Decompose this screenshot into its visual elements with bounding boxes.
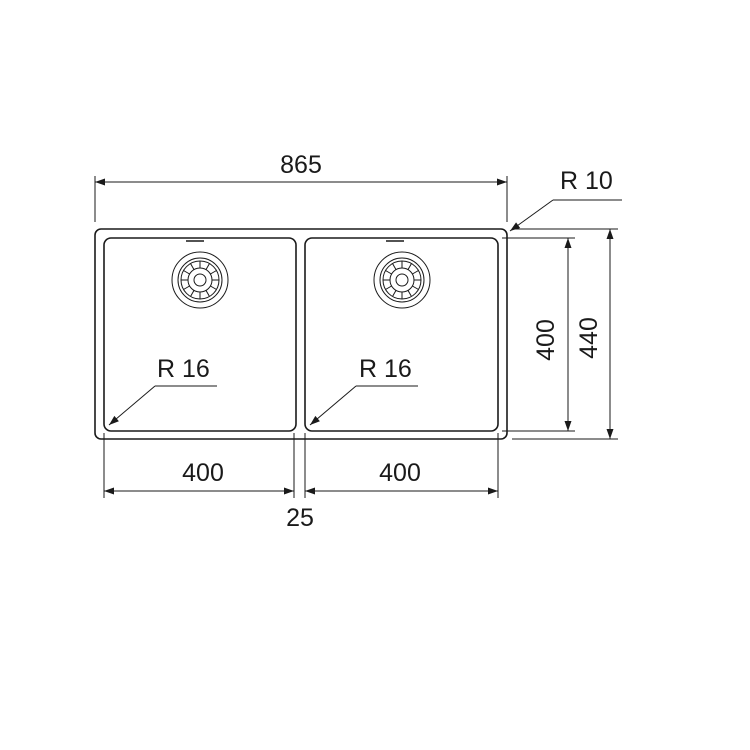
overall-depth-dimension: 440 — [512, 228, 618, 440]
bottom-extension-lines — [103, 433, 499, 498]
left-bowl-radius-label: R 16 — [157, 355, 210, 383]
right-bowl-radius-label: R 16 — [359, 355, 412, 383]
outer-rim — [94, 228, 508, 440]
right-drain-icon — [373, 251, 431, 309]
overall-depth-label: 440 — [575, 317, 603, 359]
left-bowl-radius-leader: R 16 — [108, 355, 217, 426]
right-bowl-radius-leader: R 16 — [309, 355, 418, 426]
overall-width-label: 865 — [280, 151, 322, 179]
left-bowl — [103, 237, 297, 432]
bowl-depth-dimension: 400 — [502, 237, 575, 432]
right-bowl-width-dimension: 400 — [305, 459, 498, 495]
bowl-depth-label: 400 — [532, 319, 560, 361]
outer-radius-leader: R 10 — [509, 167, 622, 232]
overall-width-dimension: 865 — [94, 151, 508, 222]
left-bowl-width-label: 400 — [182, 459, 224, 487]
divider-width-label: 25 — [286, 504, 314, 532]
left-bowl-width-dimension: 400 — [104, 459, 294, 495]
left-drain-icon — [171, 251, 229, 309]
right-bowl-width-label: 400 — [379, 459, 421, 487]
outer-radius-label: R 10 — [560, 167, 613, 195]
right-bowl — [304, 237, 499, 432]
